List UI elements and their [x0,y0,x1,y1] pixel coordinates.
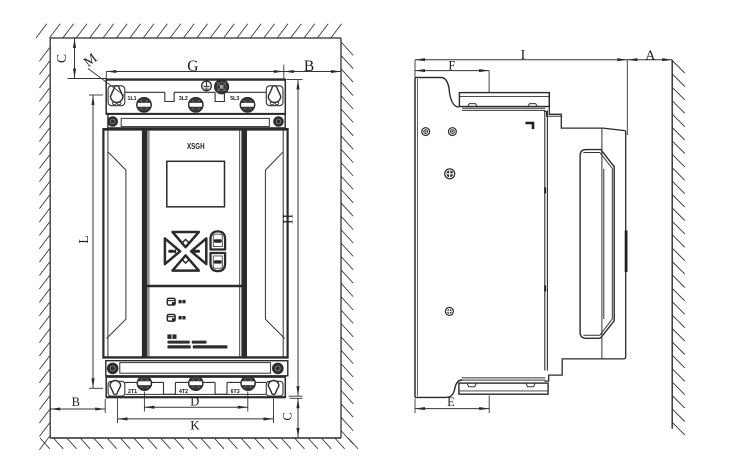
svg-text:I: I [521,48,526,63]
svg-text:H: H [281,214,296,224]
svg-text:4T2: 4T2 [179,389,188,395]
svg-text:1L1: 1L1 [128,96,137,102]
svg-text:XSGH: XSGH [187,141,205,151]
svg-text:L: L [76,235,91,243]
svg-text:2T1: 2T1 [128,389,137,395]
svg-text:C: C [280,412,294,420]
svg-text:6T3: 6T3 [231,389,240,395]
svg-text:3L2: 3L2 [179,96,188,102]
svg-text:B: B [304,58,314,75]
svg-text:D: D [190,395,199,409]
svg-text:C: C [54,54,69,63]
svg-text:B: B [72,395,80,409]
svg-text:G: G [187,58,198,75]
svg-text:5L3: 5L3 [230,96,239,102]
svg-text:K: K [190,417,200,432]
svg-text:F: F [448,59,455,73]
svg-text:E: E [447,395,455,409]
svg-text:A: A [645,48,656,63]
